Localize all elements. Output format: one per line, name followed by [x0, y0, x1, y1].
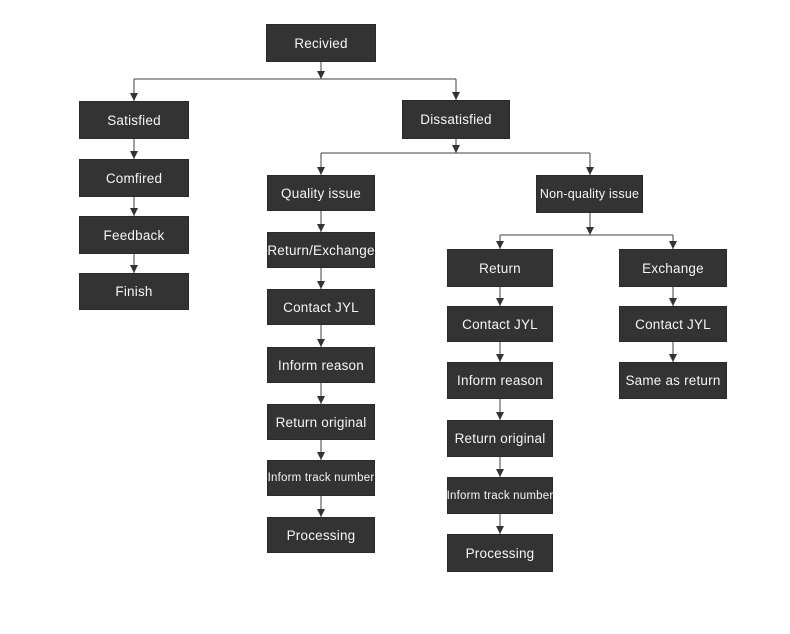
flow-node-same-as-return: Same as return [619, 362, 727, 399]
flow-node-processing-return: Processing [447, 534, 553, 572]
flow-node-satisfied: Satisfied [79, 101, 189, 139]
flow-node-comfired: Comfired [79, 159, 189, 197]
flow-node-nonquality-issue: Non-quality issue [536, 175, 643, 213]
flow-node-processing-quality: Processing [267, 517, 375, 553]
flow-node-return: Return [447, 249, 553, 287]
flow-node-inform-reason-return: Inform reason [447, 362, 553, 399]
flow-node-feedback: Feedback [79, 216, 189, 254]
flow-node-received: Recivied [266, 24, 376, 62]
flow-node-return-original-return: Return original [447, 420, 553, 457]
flow-node-contact-jyl-quality: Contact JYL [267, 289, 375, 325]
flow-node-exchange: Exchange [619, 249, 727, 287]
flow-node-inform-track-number-quality: Inform track number [267, 460, 375, 496]
flow-node-dissatisfied: Dissatisfied [402, 100, 510, 139]
flow-node-inform-reason-quality: Inform reason [267, 347, 375, 383]
flow-node-inform-track-number-return: Inform track number [447, 477, 553, 514]
flow-node-finish: Finish [79, 273, 189, 310]
flow-node-contact-jyl-exchange: Contact JYL [619, 306, 727, 342]
flow-node-return-exchange: Return/Exchange [267, 232, 375, 268]
flow-node-quality-issue: Quality issue [267, 175, 375, 211]
flow-node-contact-jyl-return: Contact JYL [447, 306, 553, 342]
flow-node-return-original-quality: Return original [267, 404, 375, 440]
